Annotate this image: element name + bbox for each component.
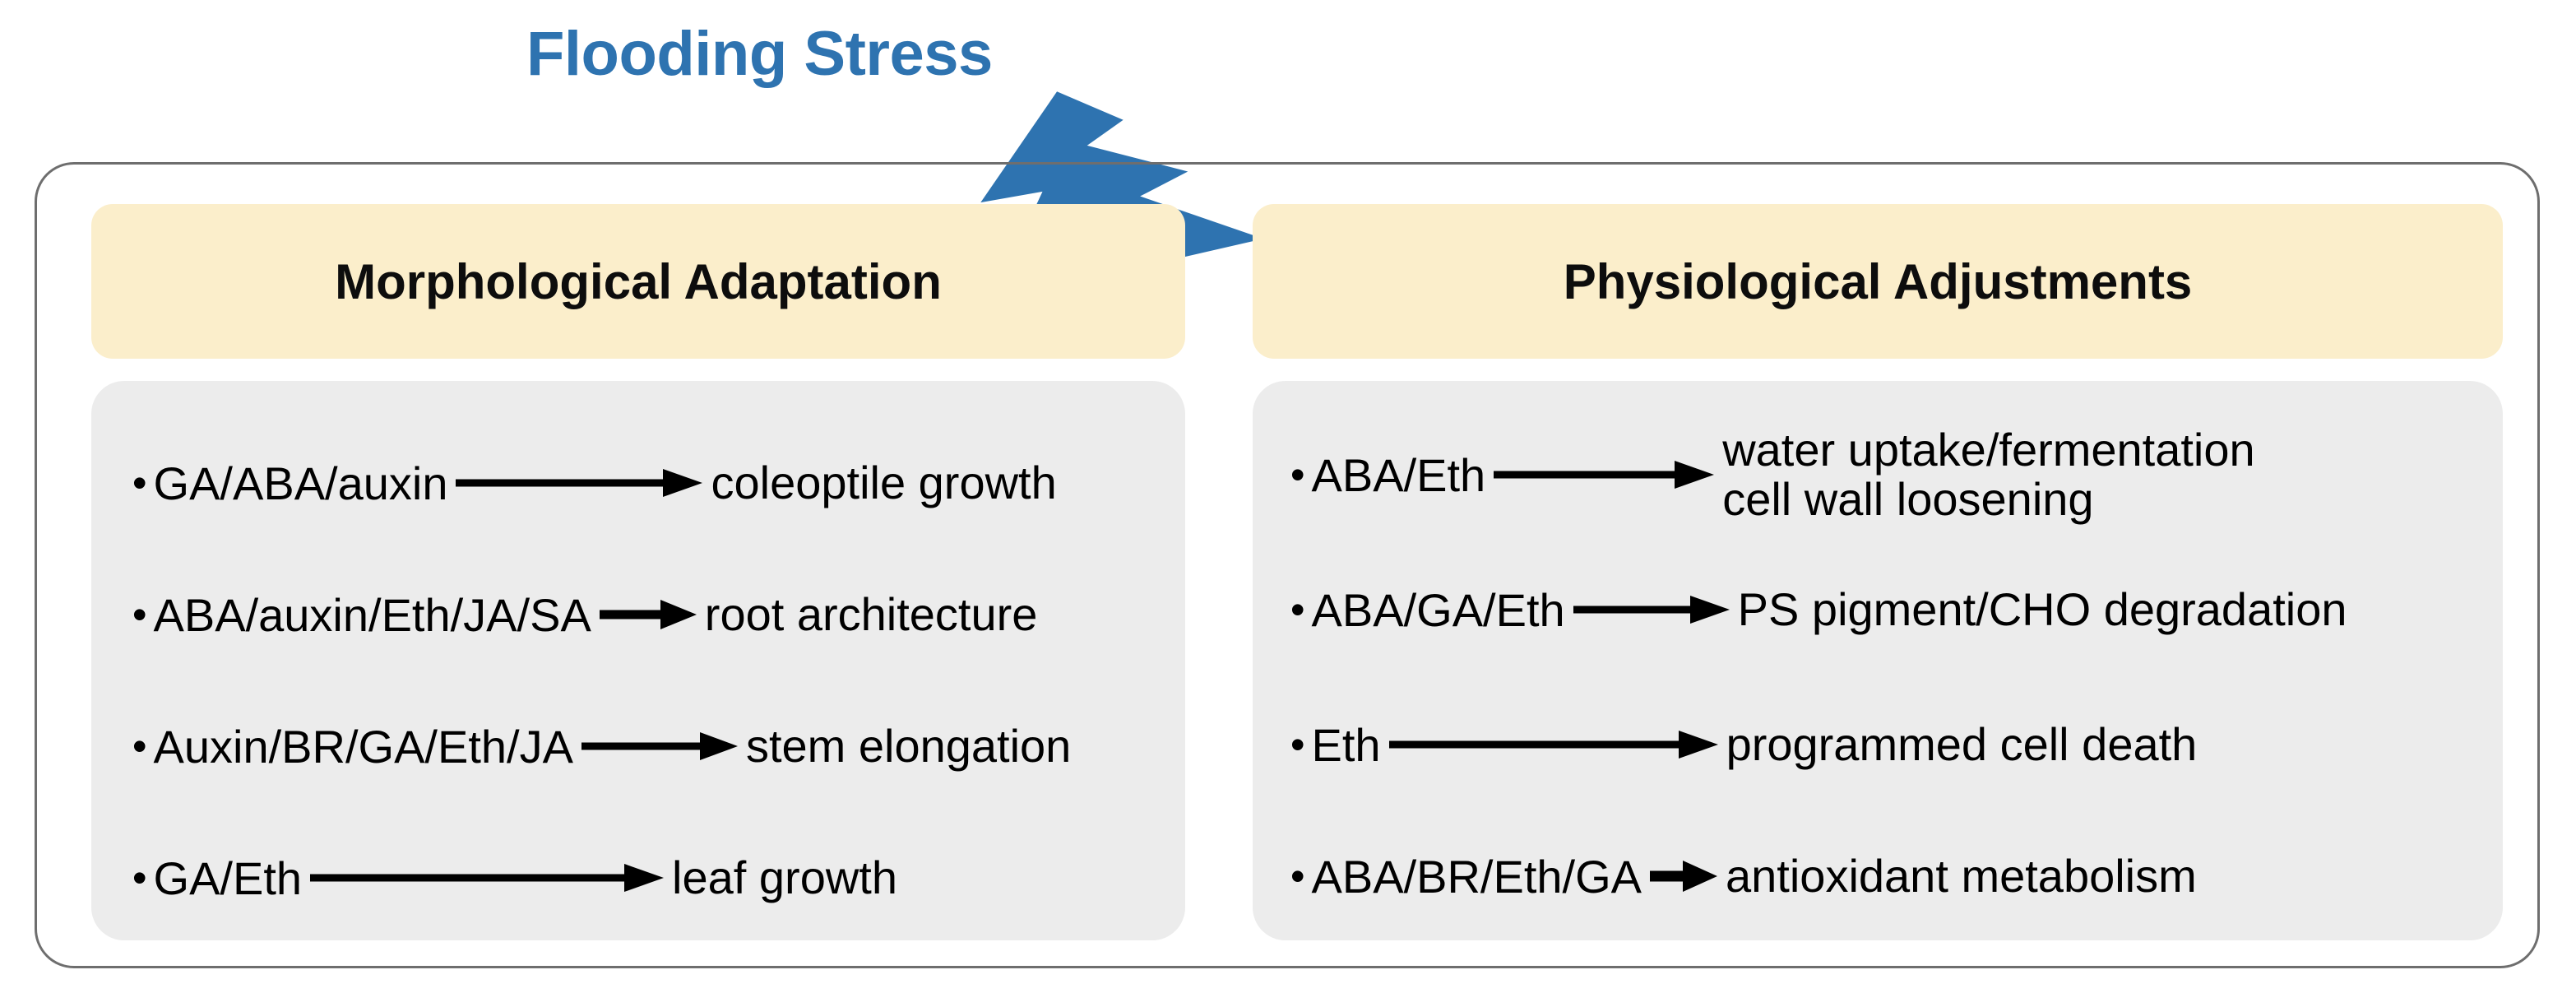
bullet-icon: • (1290, 853, 1305, 899)
pathway-target: programmed cell death (1726, 717, 2198, 770)
pathway-row: • ABA/Eth water uptake/fermentation cell… (1253, 425, 2503, 524)
bullet-icon: • (132, 723, 147, 769)
pathway-target-multiline: water uptake/fermentation cell wall loos… (1722, 425, 2254, 525)
pathway-source: GA/ABA/auxin (153, 457, 448, 509)
bullet-icon: • (1290, 722, 1305, 768)
flooding-stress-title: Flooding Stress (526, 19, 993, 89)
column-header-physiological: Physiological Adjustments (1253, 204, 2503, 359)
pathway-source: ABA/GA/Eth (1311, 583, 1565, 636)
arrow-right-icon (581, 732, 738, 760)
pathway-target: stem elongation (745, 719, 1072, 772)
column-body-morphological: • GA/ABA/auxin coleoptile growth • ABA/a… (91, 381, 1185, 940)
column-body-physiological: • ABA/Eth water uptake/fermentation cell… (1253, 381, 2503, 940)
pathway-source: GA/Eth (153, 852, 303, 904)
lightning-bolt-icon (980, 91, 1264, 289)
pathway-row: • ABA/GA/Eth PS pigment/CHO degradation (1253, 560, 2503, 659)
arrow-right-icon (1573, 596, 1730, 624)
pathway-target-line2: cell wall loosening (1722, 473, 2094, 525)
pathway-source: ABA/auxin/Eth/JA/SA (153, 588, 591, 641)
pathway-row: • ABA/auxin/Eth/JA/SA root architecture (91, 565, 1185, 664)
pathway-target: root architecture (704, 587, 1038, 640)
pathway-row: • Auxin/BR/GA/Eth/JA stem elongation (91, 697, 1185, 796)
pathway-target: antioxidant metabolism (1726, 849, 2197, 902)
pathway-target: leaf growth (672, 851, 897, 903)
bullet-icon: • (132, 460, 147, 506)
column-header-morphological: Morphological Adaptation (91, 204, 1185, 359)
arrow-right-icon (1388, 731, 1718, 759)
arrow-right-icon (456, 469, 703, 497)
pathway-target-line1: water uptake/fermentation (1722, 423, 2255, 476)
column-title-physiological: Physiological Adjustments (1563, 253, 2193, 309)
pathway-row: • GA/Eth leaf growth (91, 828, 1185, 927)
bullet-icon: • (1290, 452, 1305, 498)
pathway-target: PS pigment/CHO degradation (1737, 582, 2347, 635)
arrow-right-icon (310, 864, 665, 892)
arrow-right-icon (1650, 861, 1718, 892)
pathway-target: coleoptile growth (711, 456, 1057, 508)
pathway-source: ABA/BR/Eth/GA (1311, 850, 1642, 903)
bullet-icon: • (132, 855, 147, 901)
arrow-right-icon (599, 600, 697, 629)
pathway-source: ABA/Eth (1311, 448, 1486, 501)
bullet-icon: • (1290, 587, 1305, 633)
pathway-source: Auxin/BR/GA/Eth/JA (153, 720, 573, 773)
diagram-frame: Morphological Adaptation • GA/ABA/auxin … (35, 162, 2540, 968)
pathway-row: • ABA/BR/Eth/GA antioxidant metabolism (1253, 827, 2503, 926)
bullet-icon: • (132, 592, 147, 638)
pathway-row: • Eth programmed cell death (1253, 695, 2503, 794)
pathway-row: • GA/ABA/auxin coleoptile growth (91, 434, 1185, 532)
arrow-right-icon (1494, 461, 1715, 489)
pathway-source: Eth (1311, 718, 1381, 771)
column-title-morphological: Morphological Adaptation (335, 253, 942, 309)
